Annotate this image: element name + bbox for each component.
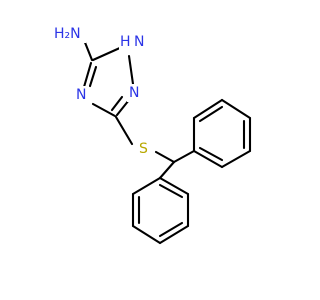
bond-ch-phenyl2	[158, 160, 176, 180]
bond-n1-n2	[127, 54, 135, 86]
atom-h: H	[120, 34, 131, 50]
atom-n2: N	[129, 85, 139, 101]
phenyl-ring-lower	[131, 176, 190, 245]
bond-ch-phenyl1	[172, 149, 196, 164]
triazole-ring	[82, 45, 135, 118]
bond-n2-c5	[115, 98, 131, 117]
atom-n4: N	[76, 87, 86, 103]
bond-c3-nh2	[82, 38, 94, 62]
bond-s-ch	[154, 150, 176, 164]
bond-c5-n4	[91, 102, 117, 118]
atom-labels: H₂N H N N N S	[52, 25, 152, 158]
phenyl-ring-upper	[192, 98, 252, 169]
bond-n2-c5-double	[110, 95, 124, 112]
bond-c5-s	[114, 115, 134, 146]
bond-c3-n1	[91, 45, 124, 62]
atom-nh2: H₂N	[54, 26, 81, 42]
atom-n1: N	[134, 34, 144, 50]
molecule-structure: H₂N H N N N S	[52, 25, 252, 245]
bond-n4-c3-double	[88, 65, 98, 88]
bond-n4-c3	[82, 61, 93, 89]
atom-s: S	[139, 141, 148, 157]
